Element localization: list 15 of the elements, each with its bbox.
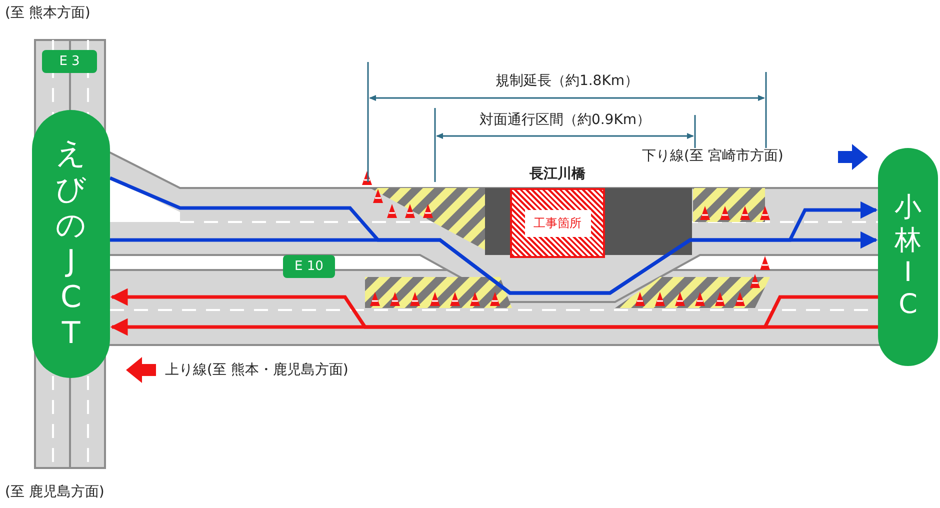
- dimension-label: 対面通行区間（約0.9Km）: [479, 112, 651, 129]
- interchange-name: えびのJCT: [56, 136, 86, 352]
- direction-note: (至 鹿児島方面): [5, 484, 104, 501]
- bridge-name: 長江川橋: [530, 166, 586, 183]
- direction-label: 下り線(至 宮崎市方面): [642, 148, 784, 165]
- dimension-label: 規制延長（約1.8Km）: [495, 73, 639, 90]
- traffic-arrow: [110, 231, 878, 295]
- direction-label: 上り線(至 熊本・鹿児島方面): [165, 362, 348, 379]
- direction-note: (至 熊本方面): [5, 5, 90, 22]
- route-sign: E 10: [283, 255, 335, 278]
- work-zone-box: [510, 188, 605, 258]
- route-sign: E 3: [42, 50, 97, 73]
- interchange-name: 小林IC: [894, 192, 922, 322]
- traffic-arrow: [110, 318, 880, 336]
- work-zone-label: 工事箇所: [524, 210, 590, 236]
